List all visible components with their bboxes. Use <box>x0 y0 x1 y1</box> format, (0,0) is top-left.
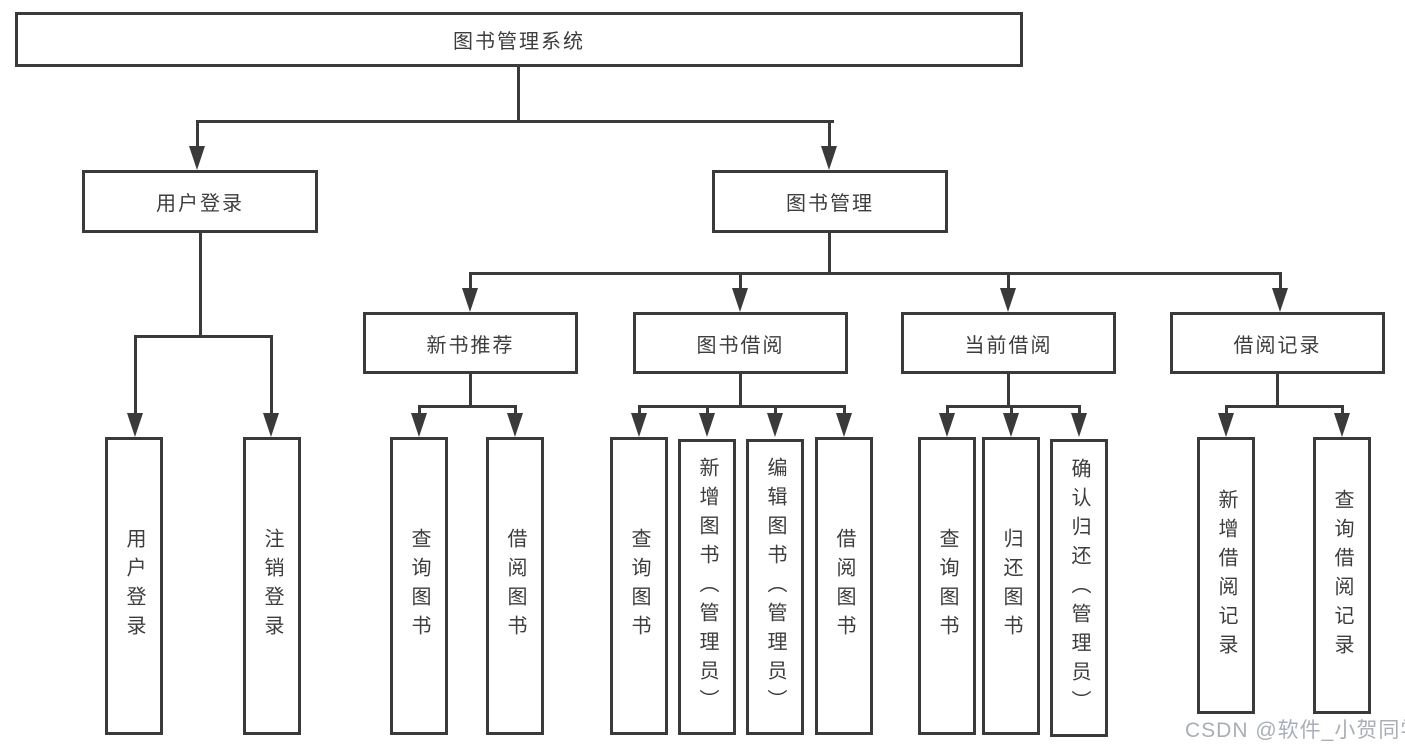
arrow-to-user-login <box>189 146 205 170</box>
leaf-borrow-books-recommend: 借阅图书 <box>486 437 544 735</box>
connector-g2-shaft-3 <box>774 405 777 413</box>
leaf-return-books-label: 归还图书 <box>1000 528 1022 644</box>
arrow-g1-borrow-books <box>507 413 523 437</box>
node-root: 图书管理系统 <box>15 12 1023 67</box>
node-current-borrow: 当前借阅 <box>901 312 1116 374</box>
leaf-edit-book-admin: 编辑图书（管理员） <box>746 439 804 735</box>
connector-g4-split <box>1225 405 1344 408</box>
connector-g2-shaft-2 <box>706 405 709 413</box>
leaf-query-books-current-label: 查询图书 <box>936 528 958 644</box>
leaf-borrow-books-borrow: 借阅图书 <box>815 437 873 735</box>
connector-split-level2 <box>196 120 834 123</box>
connector-g3-split <box>946 405 1081 408</box>
connector-userlogin-shaft <box>196 120 199 146</box>
connector-bookborrow-shaft <box>739 272 742 288</box>
arrow-to-book-borrow <box>732 288 748 312</box>
arrow-to-leaf-user-login <box>127 413 143 437</box>
leaf-borrow-books-recommend-label: 借阅图书 <box>504 528 526 644</box>
leaf-query-books-borrow-label: 查询图书 <box>628 528 650 644</box>
connector-g2-split <box>638 405 846 408</box>
connector-g4-shaft-1 <box>1225 405 1228 413</box>
node-book-management: 图书管理 <box>712 170 948 233</box>
node-user-login: 用户登录 <box>82 170 318 233</box>
connector-g1-shaft-2 <box>514 405 517 413</box>
connector-root-stem <box>517 67 520 120</box>
arrow-to-current-borrow <box>1000 288 1016 312</box>
leaf-query-books-recommend: 查询图书 <box>390 437 448 735</box>
leaf-return-books: 归还图书 <box>982 437 1040 735</box>
arrow-to-leaf-logout <box>263 413 279 437</box>
connector-g1-split <box>418 405 517 408</box>
connector-g2-shaft-1 <box>638 405 641 413</box>
arrow-g4-add-borrow-record <box>1218 413 1234 437</box>
connector-g2-stem <box>739 374 742 405</box>
leaf-query-books-borrow: 查询图书 <box>610 437 668 735</box>
connector-g1-shaft-1 <box>418 405 421 413</box>
arrow-g3-return-books <box>1003 413 1019 437</box>
connector-newbookrec-shaft <box>469 272 472 288</box>
leaf-logout: 注销登录 <box>243 437 301 735</box>
connector-g2-shaft-4 <box>843 405 846 413</box>
leaf-user-login-label: 用户登录 <box>123 528 145 644</box>
node-new-book-recommend: 新书推荐 <box>363 312 578 374</box>
connector-leaf-logout-shaft <box>270 335 273 413</box>
arrow-g4-query-borrow-record <box>1334 413 1350 437</box>
connector-g3-shaft-1 <box>946 405 949 413</box>
leaf-add-book-admin: 新增图书（管理员） <box>678 439 736 735</box>
connector-userlogin-stem <box>199 233 202 335</box>
connector-g3-stem <box>1007 374 1010 405</box>
connector-split-level3 <box>469 272 1282 275</box>
connector-split-userlogin <box>134 335 273 338</box>
arrow-g2-edit-book <box>767 413 783 437</box>
arrow-g3-confirm-return <box>1071 413 1087 437</box>
leaf-add-borrow-record: 新增借阅记录 <box>1197 437 1255 714</box>
arrow-g2-add-book <box>699 413 715 437</box>
leaf-query-books-current: 查询图书 <box>918 437 976 735</box>
connector-bookmgmt-stem <box>828 233 831 272</box>
node-user-login-label: 用户登录 <box>156 193 244 215</box>
leaf-borrow-books-borrow-label: 借阅图书 <box>833 528 855 644</box>
leaf-edit-book-admin-label: 编辑图书（管理员） <box>764 456 786 718</box>
connector-g4-stem <box>1276 374 1279 405</box>
arrow-to-borrow-record <box>1272 288 1288 312</box>
leaf-confirm-return-admin-label: 确认归还（管理员） <box>1068 457 1090 719</box>
leaf-logout-label: 注销登录 <box>261 528 283 644</box>
connector-g3-shaft-3 <box>1078 405 1081 413</box>
arrow-g2-query-books <box>631 413 647 437</box>
node-new-book-recommend-label: 新书推荐 <box>426 334 515 357</box>
arrow-g1-query-books <box>411 413 427 437</box>
arrow-g3-query-books <box>939 413 955 437</box>
leaf-query-borrow-record: 查询借阅记录 <box>1313 437 1371 714</box>
arrow-g2-borrow-books <box>836 413 852 437</box>
leaf-query-borrow-record-label: 查询借阅记录 <box>1331 488 1353 663</box>
node-borrow-record-label: 借阅记录 <box>1233 334 1322 357</box>
leaf-user-login: 用户登录 <box>105 437 163 735</box>
connector-currentborrow-shaft <box>1007 272 1010 288</box>
node-book-borrow-label: 图书借阅 <box>696 334 785 357</box>
connector-borrowrecord-shaft <box>1279 272 1282 288</box>
node-borrow-record: 借阅记录 <box>1170 312 1385 374</box>
arrow-to-new-book-recommend <box>462 288 478 312</box>
leaf-add-book-admin-label: 新增图书（管理员） <box>696 456 718 718</box>
leaf-query-books-recommend-label: 查询图书 <box>408 528 430 644</box>
node-root-label: 图书管理系统 <box>453 31 585 53</box>
node-book-management-label: 图书管理 <box>786 193 874 215</box>
leaf-add-borrow-record-label: 新增借阅记录 <box>1215 488 1237 663</box>
connector-leaf-userlogin-shaft <box>134 335 137 413</box>
connector-g4-shaft-2 <box>1341 405 1344 413</box>
watermark: CSDN @软件_小贺同学 <box>1185 719 1405 742</box>
leaf-confirm-return-admin: 确认归还（管理员） <box>1050 439 1108 737</box>
connector-g1-stem <box>469 374 472 405</box>
connector-bookmgmt-shaft <box>828 120 831 146</box>
node-book-borrow: 图书借阅 <box>633 312 848 374</box>
arrow-to-book-management <box>821 146 837 170</box>
connector-g3-shaft-2 <box>1010 405 1013 413</box>
node-current-borrow-label: 当前借阅 <box>964 334 1053 357</box>
